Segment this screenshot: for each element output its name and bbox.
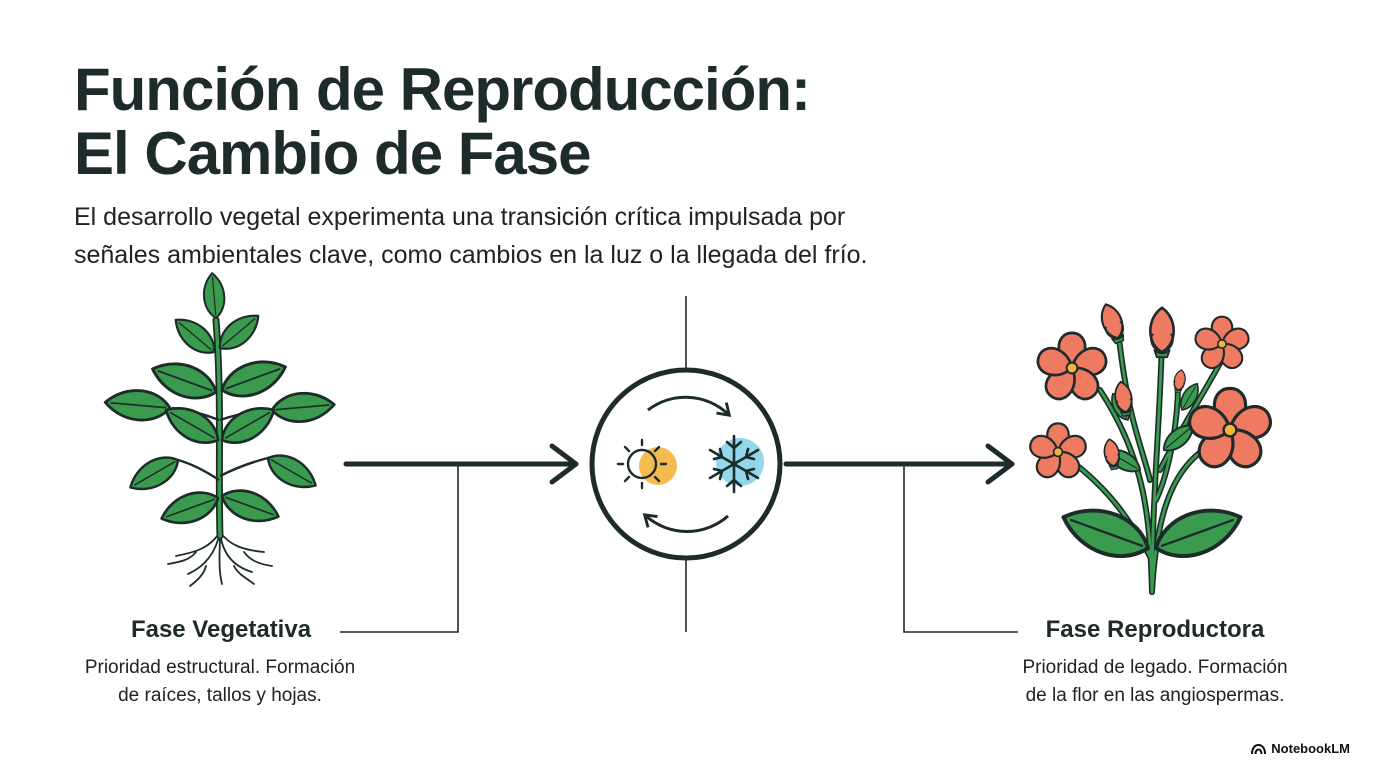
title-line-1: Función de Reproducción: — [74, 56, 811, 123]
sun-icon — [616, 438, 677, 490]
reproductive-desc-line-2: de la flor en las angiospermas. — [1025, 685, 1285, 706]
title-line-2: El Cambio de Fase — [74, 120, 591, 187]
flowering-plant-icon — [1026, 300, 1276, 595]
notebooklm-logo-icon — [1251, 743, 1267, 754]
vegetative-desc-line-1: Prioridad estructural. Formación — [84, 657, 356, 678]
vegetative-plant-icon — [102, 271, 337, 587]
cycle-arrows-icon — [589, 367, 783, 561]
flow-arrow-right — [783, 443, 1015, 485]
reproductive-phase-description: Prioridad de legado. Formación de la flo… — [990, 654, 1320, 710]
subtitle-line-2: señales ambientales clave, como cambios … — [74, 241, 868, 269]
vegetative-phase-title: Fase Vegetativa — [130, 616, 312, 643]
reproductive-phase-title: Fase Reproductora — [1045, 616, 1265, 643]
vegetative-desc-line-2: de raíces, tallos y hojas. — [118, 685, 322, 706]
reproductive-desc-line-1: Prioridad de legado. Formación — [1022, 657, 1288, 678]
snowflake-icon — [708, 434, 764, 494]
vegetative-phase-description: Prioridad estructural. Formación de raíc… — [60, 654, 380, 710]
brand-watermark: NotebookLM — [1251, 741, 1350, 756]
brand-label: NotebookLM — [1271, 741, 1350, 756]
page-title: Función de Reproducción: El Cambio de Fa… — [74, 56, 811, 187]
subtitle-line-1: El desarrollo vegetal experimenta una tr… — [74, 203, 846, 231]
page-subtitle: El desarrollo vegetal experimenta una tr… — [74, 198, 974, 274]
flow-arrow-left — [343, 443, 579, 485]
